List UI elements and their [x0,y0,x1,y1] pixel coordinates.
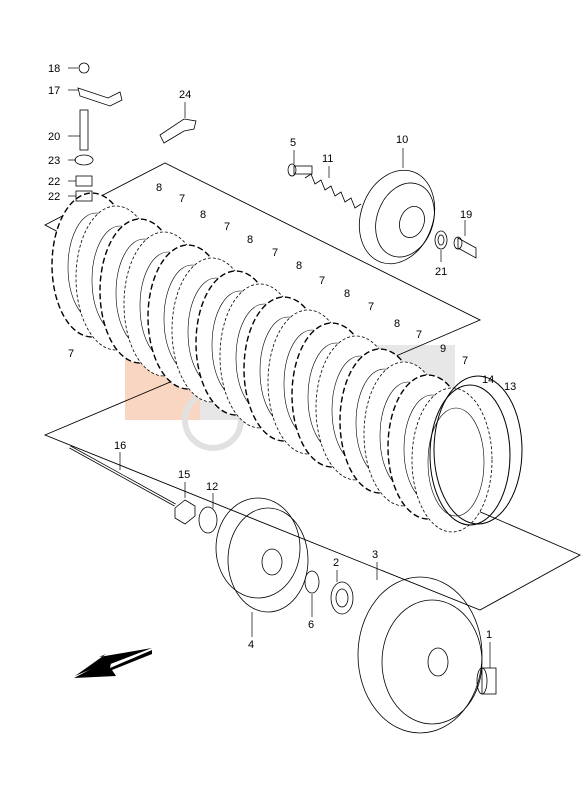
callout-8c: 8 [247,234,253,246]
bearing [434,230,448,250]
nut [174,499,196,525]
release-camshaft [79,109,89,151]
callout-7f: 7 [416,329,422,341]
bracket [159,118,197,144]
push-rod [69,445,176,507]
callout-16: 16 [114,440,126,452]
callout-21: 21 [435,266,447,278]
callout-22b: 22 [48,191,60,203]
clutch-plate-stack [51,192,523,533]
callout-12: 12 [206,481,218,493]
callout-3: 3 [372,549,378,561]
callout-8e: 8 [344,288,350,300]
callout-22a: 22 [48,176,60,188]
callout-15: 15 [178,469,190,481]
direction-arrow-icon [74,648,152,678]
callout-13: 13 [504,381,516,393]
thrust-washer [304,570,320,594]
callout-8f: 8 [394,318,400,330]
release-bolt [78,62,90,74]
seat-ring [429,384,511,526]
lock-washer [198,506,218,534]
callout-7b: 7 [224,221,230,233]
callout-7d: 7 [319,275,325,287]
callout-6: 6 [308,619,314,631]
callout-14: 14 [482,374,494,386]
clutch-spring [304,173,362,209]
callout-20: 20 [48,131,60,143]
callout-1: 1 [486,629,492,641]
primary-driven-gear-housing [357,576,483,734]
callout-5: 5 [290,137,296,149]
callout-8b: 8 [200,209,206,221]
needle-bearing [330,581,354,615]
oil-seal [74,154,94,166]
clutch-sleeve-hub [215,497,309,613]
callout-17: 17 [48,85,60,97]
seat-ring [433,375,523,525]
callout-4: 4 [248,639,254,651]
plate-inner-edge [427,407,485,517]
push-piece [453,236,477,259]
callout-24: 24 [179,89,191,101]
callout-8a: 8 [156,182,162,194]
callout-11: 11 [322,153,333,165]
callout-23: 23 [48,155,60,167]
pressure-plate [358,169,436,265]
callout-7h: 7 [68,348,74,360]
callout-labels: 18 17 20 23 22 22 24 5 11 10 19 21 8 7 8… [48,63,516,651]
bearing-upper [75,175,93,187]
leader-lines [68,67,491,668]
callout-7e: 7 [368,301,374,313]
callout-8d: 8 [296,260,302,272]
callout-18: 18 [48,63,60,75]
callout-9: 9 [440,343,446,355]
release-arm [77,87,123,107]
callout-7a: 7 [179,193,185,205]
plate-group-frame-lower [43,379,582,611]
driven-plate [411,387,493,533]
bolt [287,163,313,177]
callout-7c: 7 [272,247,278,259]
callout-2: 2 [333,557,339,569]
callout-10: 10 [396,134,408,146]
callout-7g: 7 [462,355,468,367]
callout-19: 19 [460,209,472,221]
spacer [476,667,497,695]
